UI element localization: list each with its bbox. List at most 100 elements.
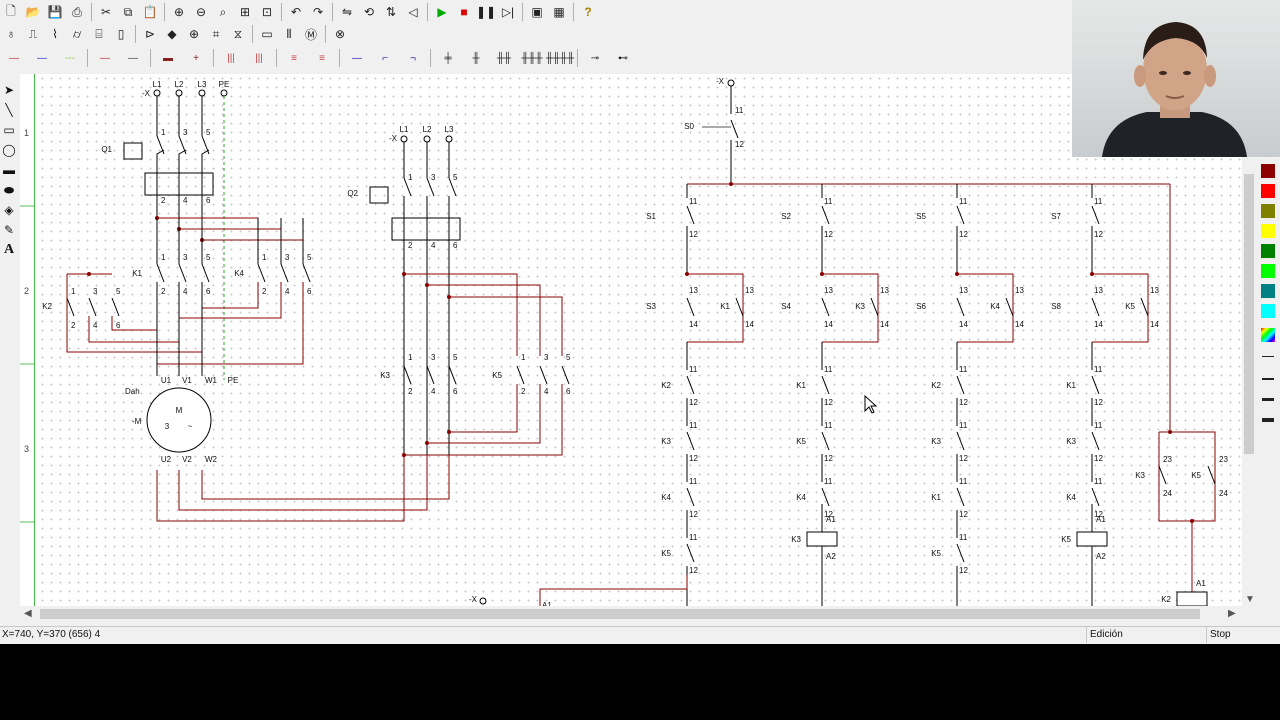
zoom-out-icon[interactable]: ⊖ [195,5,207,19]
line-width-option[interactable] [1262,398,1274,401]
meter-icon[interactable]: ⧖ [233,26,243,41]
contact-5-icon[interactable]: ╫╫╫╫ [545,52,575,64]
node-icon[interactable]: ◆ [167,27,177,41]
redo-icon[interactable]: ↷ [312,5,324,19]
undo-icon[interactable]: ↶ [290,5,302,19]
lamp-icon[interactable]: ⊗ [334,27,346,41]
junction-icon[interactable]: + [193,52,199,64]
color-swatch[interactable] [1261,224,1275,238]
wire-green-line-icon[interactable]: --- [65,52,75,64]
play-icon[interactable]: ▶ [437,5,447,19]
terminal-icon[interactable]: ⊕ [188,27,200,41]
motor-icon[interactable]: Ⓜ [304,27,317,42]
zoom-in-icon[interactable]: ⊕ [173,5,185,19]
arrow-out-icon[interactable]: ⊷ [618,52,628,64]
filled-rectangle-tool-icon[interactable]: ▬ [3,163,15,177]
color-swatch[interactable] [1261,264,1275,278]
bus-icon[interactable]: ||| [255,52,263,64]
capacitor-icon[interactable]: ⫴ [286,26,292,41]
help-icon[interactable]: ? [584,5,592,19]
flip-icon[interactable]: ⇅ [385,5,397,19]
stop-icon[interactable]: ■ [460,5,468,19]
wire-blue-line-icon[interactable]: — [37,52,47,64]
open-folder-icon[interactable]: 📂 [25,5,41,19]
save-icon[interactable]: 💾 [47,5,63,19]
fuse-icon[interactable]: ▯ [117,27,125,41]
zoom-window-icon[interactable]: ⌕ [219,4,227,19]
ellipse-tool-icon[interactable]: ◯ [2,143,16,157]
vertical-scroll-thumb[interactable] [1244,174,1254,454]
pin-icon[interactable]: ♁ [6,27,16,41]
color-swatch[interactable] [1261,284,1275,298]
horizontal-scroll-thumb[interactable] [40,609,1200,619]
fill-bucket-icon[interactable]: ◈ [4,203,14,217]
color-swatch[interactable] [1261,244,1275,258]
wire-vh-icon[interactable]: ¬ [410,52,416,64]
horizontal-scrollbar[interactable]: ◀ ▶ [20,606,1242,622]
window-icon[interactable]: ▣ [531,5,543,19]
supply-terminal-label: -X [389,134,398,143]
rectangle-tool-icon[interactable]: ▭ [3,123,15,137]
wire-hv-icon[interactable]: ⌐ [382,52,388,64]
print-icon[interactable]: ⎙ [72,4,82,19]
custom-color-icon[interactable] [1261,328,1275,342]
pen-tool-icon[interactable]: ✎ [3,223,15,237]
rotate-icon[interactable]: ⟲ [363,5,375,19]
scroll-down-icon[interactable]: ▼ [1245,594,1255,605]
thick-line-icon[interactable]: ▬ [163,52,173,64]
seal-contact-label: K1 [720,302,730,311]
color-swatch[interactable] [1261,204,1275,218]
zoom-all-icon[interactable]: ⊡ [261,5,273,19]
contact-blade [956,297,965,317]
align-icon[interactable]: ◁ [408,5,418,19]
relay-icon[interactable]: ⌸ [95,26,103,41]
wire-red-line-icon[interactable]: — [9,52,19,64]
contact-blade [539,365,548,385]
dash-line-icon[interactable]: — [100,52,110,64]
align-left-icon[interactable]: ≡ [291,52,297,64]
line-width-option[interactable] [1262,378,1274,380]
mirror-icon[interactable]: ⇋ [341,5,353,19]
vertical-lines-icon[interactable]: ||| [227,52,235,64]
cut-icon[interactable]: ✂ [100,5,112,19]
align-right-icon[interactable]: ≡ [319,52,325,64]
coil-icon[interactable]: ⌭ [72,26,82,41]
text-tool-icon[interactable]: A [3,242,15,257]
arrow-in-icon[interactable]: ⊸ [590,52,600,64]
breaker-icon[interactable]: ⌗ [212,26,220,41]
contact-3-icon[interactable]: ╫╫ [496,52,512,64]
scroll-right-icon[interactable]: ▶ [1228,608,1236,619]
scroll-left-icon[interactable]: ◀ [24,608,32,619]
contact-2-icon[interactable]: ╫ [472,52,480,64]
line-width-option[interactable] [1262,356,1274,357]
zoom-fit-icon[interactable]: ⊞ [239,5,251,19]
line-icon[interactable]: — [128,52,138,64]
line-width-option[interactable] [1262,418,1274,422]
wire [179,282,282,319]
vertical-scrollbar[interactable]: ▼ [1242,74,1256,606]
select-arrow-icon[interactable]: ➤ [3,83,15,97]
wire-h-icon[interactable]: — [352,52,362,64]
color-swatch[interactable] [1261,304,1275,318]
color-swatch[interactable] [1261,164,1275,178]
copy-icon[interactable]: ⧉ [123,4,133,19]
resistor-icon[interactable]: ▭ [261,27,273,41]
color-swatch[interactable] [1261,184,1275,198]
switch-icon[interactable]: ⌇ [52,27,58,41]
contact-1-icon[interactable]: ╪ [444,52,452,64]
contact-icon[interactable]: ⎍ [28,26,38,41]
pause-icon[interactable]: ❚❚ [475,5,497,19]
line-tool-icon[interactable]: ╲ [5,103,13,117]
diode-icon[interactable]: ⊳ [144,27,156,41]
component-window-icon[interactable]: ▦ [553,5,565,19]
paste-icon[interactable]: 📋 [142,5,158,19]
filled-ellipse-tool-icon[interactable]: ⬬ [3,182,15,197]
contact-4-icon[interactable]: ╫╫╫ [521,52,543,64]
terminal-number: 12 [959,454,968,463]
step-icon[interactable]: ▷| [501,5,515,19]
wire [178,149,187,218]
new-file-icon[interactable]: 🗋 [6,3,16,18]
